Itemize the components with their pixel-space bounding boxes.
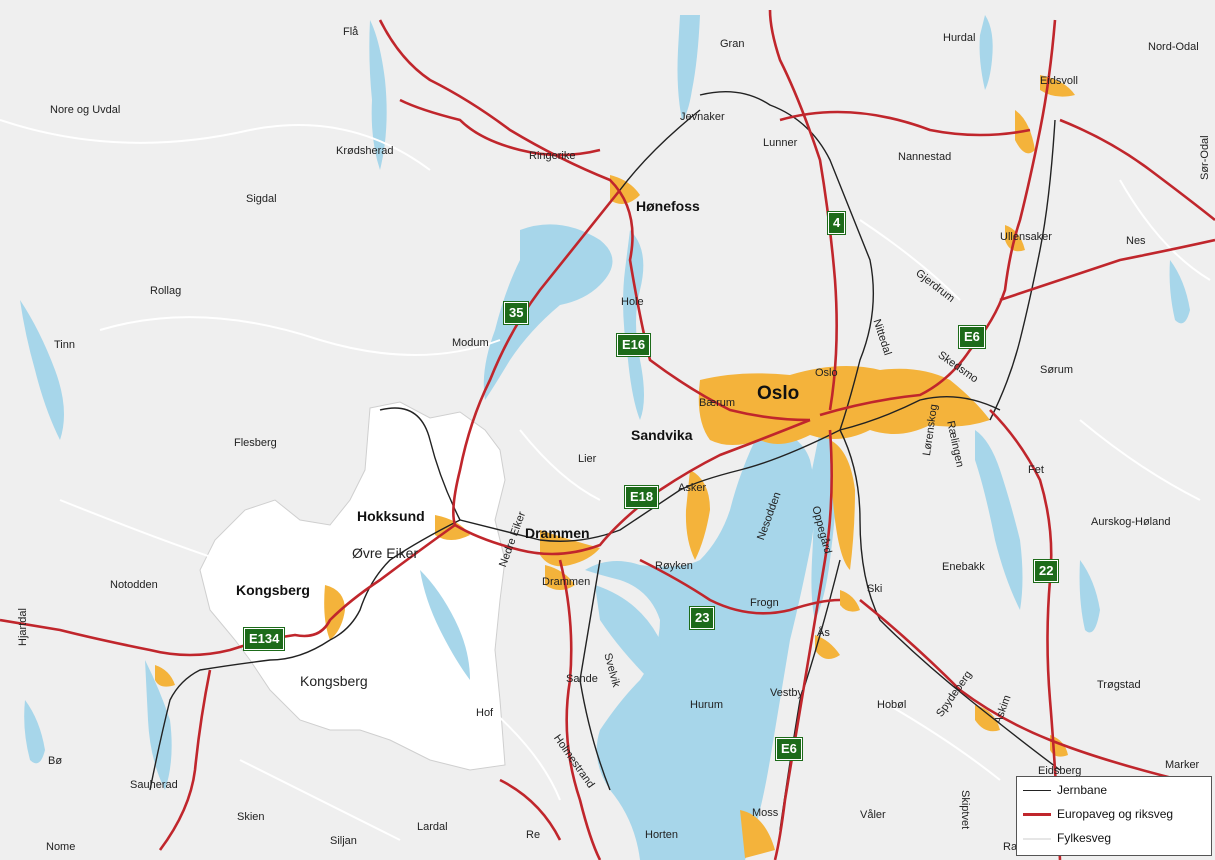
road-shield-4: 4 <box>826 211 847 235</box>
legend-item-railway: Jernbane <box>1023 781 1209 799</box>
place-label: Nome <box>46 841 76 853</box>
legend-item-european-road: Europaveg og riksveg <box>1023 805 1209 823</box>
place-label: Våler <box>860 809 886 821</box>
urban-areas <box>155 75 1075 858</box>
road-shield-23: 23 <box>688 606 716 630</box>
water-bodies <box>20 15 1190 860</box>
legend-european-road-swatch <box>1023 813 1051 816</box>
place-label: Bø <box>48 755 63 767</box>
place-label: Nannestad <box>898 151 952 163</box>
place-label: Sør-Odal <box>1199 135 1211 180</box>
place-label: Moss <box>752 807 779 819</box>
place-label: Nes <box>1126 235 1146 247</box>
place-label: Hjartdal <box>17 608 29 646</box>
place-label: Lardal <box>417 821 448 833</box>
place-label: Hurum <box>690 699 724 711</box>
place-label: Asker <box>678 482 707 494</box>
city-label-hokksund: Hokksund <box>357 508 425 524</box>
place-label: Siljan <box>330 835 357 847</box>
city-label-drammen: Drammen <box>525 525 590 541</box>
place-label: Nore og Uvdal <box>50 104 121 116</box>
road-shield-e18: E18 <box>623 485 660 509</box>
place-label: Drammen <box>542 576 591 588</box>
legend-label: Europaveg og riksveg <box>1057 807 1174 821</box>
city-label-sandvika: Sandvika <box>631 427 693 443</box>
place-label: Fet <box>1028 464 1044 476</box>
legend-item-county-road: Fylkesveg <box>1023 829 1209 847</box>
legend-label: Jernbane <box>1057 783 1108 797</box>
road-shield-e6-south: E6 <box>775 737 803 761</box>
place-label: Kongsberg <box>300 673 368 689</box>
road-shield-35: 35 <box>502 301 530 325</box>
road-shield-22: 22 <box>1032 559 1060 583</box>
place-label: Sigdal <box>246 193 277 205</box>
city-label-honefoss: Hønefoss <box>636 198 700 214</box>
place-label: Krødsherad <box>336 145 394 157</box>
place-label: Lier <box>578 453 597 465</box>
place-label: Vestby <box>770 687 804 699</box>
place-label: Rollag <box>150 285 182 297</box>
place-label: Jevnaker <box>680 111 725 123</box>
county-roads <box>0 119 1211 841</box>
place-label: Aurskog-Høland <box>1091 516 1171 528</box>
place-label: Horten <box>645 829 679 841</box>
place-label: Ullensaker <box>1000 231 1052 243</box>
place-label: Sørum <box>1040 364 1073 376</box>
place-label: Ringerike <box>529 150 576 162</box>
place-label: Tinn <box>54 339 75 351</box>
place-label: Skien <box>237 811 265 823</box>
road-shield-e16: E16 <box>615 333 652 357</box>
place-label: Skiptvet <box>959 790 971 830</box>
place-label: Hurdal <box>943 32 976 44</box>
place-label: Nord-Odal <box>1148 41 1199 53</box>
city-label-kongsberg: Kongsberg <box>236 582 310 598</box>
place-label: Re <box>526 829 541 841</box>
legend-label: Fylkesveg <box>1057 831 1112 845</box>
place-label: Enebakk <box>942 561 985 573</box>
place-label: Flesberg <box>234 437 277 449</box>
place-label: Gran <box>720 38 745 50</box>
place-label: Oslo <box>815 367 838 379</box>
place-label: Hole <box>621 296 644 308</box>
place-label: Trøgstad <box>1097 679 1141 691</box>
road-shield-e6-north: E6 <box>958 325 986 349</box>
place-label: Eidsberg <box>1038 765 1082 777</box>
legend-railway-swatch <box>1023 790 1051 791</box>
place-label: Flå <box>343 26 359 38</box>
place-label: Ra <box>1003 841 1018 853</box>
place-label: Sande <box>566 673 598 685</box>
place-label: Hof <box>476 707 494 719</box>
place-label: Modum <box>452 337 489 349</box>
place-label: Hobøl <box>877 699 907 711</box>
city-label-oslo: Oslo <box>757 383 800 404</box>
place-label: Notodden <box>110 579 158 591</box>
legend-county-road-swatch <box>1023 838 1051 840</box>
place-label: Frogn <box>750 597 779 609</box>
place-label: Øvre Eiker <box>352 545 419 561</box>
place-label: Bærum <box>699 397 736 409</box>
place-label: Ski <box>867 583 883 595</box>
place-label: Eidsvoll <box>1040 75 1078 87</box>
place-label: Sauherad <box>130 779 178 791</box>
place-label: Lunner <box>763 137 798 149</box>
railways <box>149 90 1061 831</box>
place-label: Marker <box>1165 759 1200 771</box>
main-roads <box>0 9 1215 860</box>
place-label: Ås <box>817 627 830 639</box>
place-label: Røyken <box>655 560 693 572</box>
road-shield-e134: E134 <box>242 627 286 651</box>
map-legend: Jernbane Europaveg og riksveg Fylkesveg <box>1016 776 1212 856</box>
municipality-area <box>199 401 506 771</box>
